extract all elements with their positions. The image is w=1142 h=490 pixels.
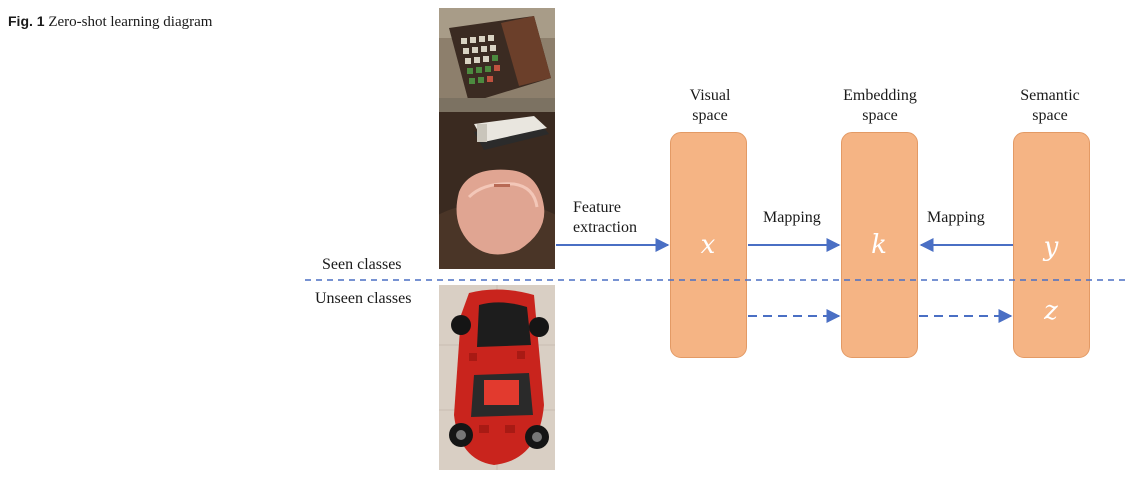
visual-space-title-line2: space — [692, 107, 728, 124]
figure-caption-text: Zero-shot learning diagram — [48, 14, 213, 30]
embedding-space-title: Embedding space — [820, 86, 940, 126]
figure-caption: Fig. 1 Zero-shot learning diagram — [8, 12, 228, 32]
seen-class-image-stapler-mouse — [439, 112, 555, 269]
mapping-label-visual-to-embedding: Mapping — [763, 209, 821, 226]
visual-space-title: Visual space — [650, 86, 770, 126]
semantic-space-box — [1013, 132, 1090, 358]
semantic-variable-z: z — [1044, 296, 1058, 326]
seen-class-image-gadget — [439, 8, 555, 120]
embedding-space-title-line2: space — [862, 107, 898, 124]
embedding-space-title-line1: Embedding — [843, 87, 917, 104]
visual-space-title-line1: Visual — [689, 87, 731, 104]
visual-space-box — [670, 132, 747, 358]
semantic-space-title: Semantic space — [990, 86, 1110, 126]
seen-classes-label: Seen classes — [322, 256, 402, 273]
unseen-classes-label: Unseen classes — [315, 290, 412, 307]
embedding-variable-k: k — [871, 230, 887, 260]
figure-label: Fig. 1 — [8, 13, 45, 29]
unseen-class-image-lego-car — [439, 285, 555, 470]
semantic-space-title-line2: space — [1032, 107, 1068, 124]
feature-extraction-label-line2: extraction — [573, 219, 637, 236]
semantic-variable-y: y — [1043, 232, 1059, 262]
semantic-space-title-line1: Semantic — [1020, 87, 1080, 104]
embedding-space-box — [841, 132, 918, 358]
visual-variable-x: x — [700, 230, 716, 260]
feature-extraction-label: Feature extraction — [573, 198, 637, 238]
feature-extraction-label-line1: Feature — [573, 199, 621, 216]
mapping-label-semantic-to-embedding: Mapping — [927, 209, 985, 226]
